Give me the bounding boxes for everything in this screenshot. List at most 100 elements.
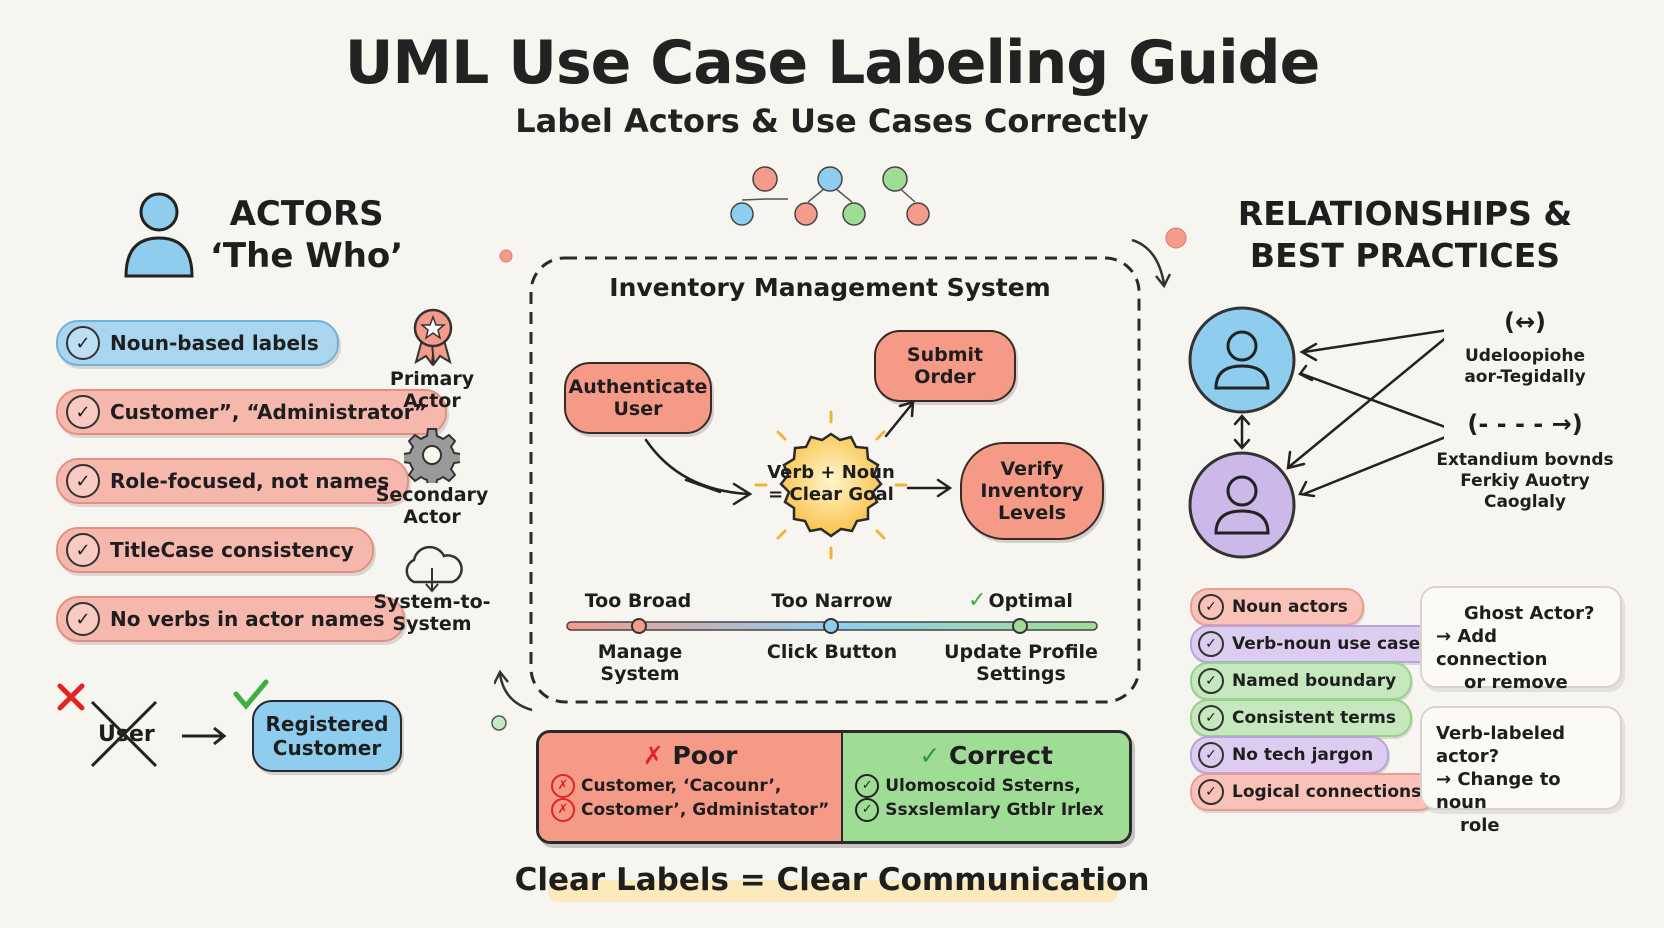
good-actor-line1: Registered xyxy=(265,712,389,736)
actor-rule-pill: ✓ TitleCase consistency xyxy=(56,527,374,573)
dependency-label: Extandium bovnds Ferkiy Auotry Caoglaly xyxy=(1420,450,1630,513)
ghost-actor-note: Ghost Actor? → Add connection or remove xyxy=(1420,586,1622,693)
actor-circle-purple xyxy=(1188,451,1296,559)
practice-label: Consistent terms xyxy=(1232,708,1396,728)
actor-network-icon xyxy=(730,166,930,226)
note-line: Verb-labeled actor? xyxy=(1436,723,1566,767)
actor-circle-blue xyxy=(1188,306,1296,414)
verb-noun-line1: Verb + Noun xyxy=(767,462,895,483)
primary-actor-label-line2: Actor xyxy=(403,390,461,412)
poor-example-text: Customer, ‘Cacounr’, xyxy=(581,776,782,796)
association-label-line2: aor-Tegidally xyxy=(1464,367,1586,387)
use-case-line: User xyxy=(613,398,663,420)
verb-actor-note: Verb-labeled actor? → Change to noun rol… xyxy=(1420,706,1622,836)
secondary-actor-label-line1: Secondary xyxy=(375,484,489,506)
checkmark-icon: ✓ xyxy=(919,741,941,770)
actor-rule-pill: ✓ No verbs in actor names xyxy=(56,596,405,642)
system-actor-label-line2: System xyxy=(392,613,472,635)
label-specificity-scale xyxy=(566,618,1098,634)
practice-pill: ✓ No tech jargon xyxy=(1190,736,1390,774)
cross-icon xyxy=(57,683,85,711)
scale-example-optimal-line2: Settings xyxy=(976,663,1066,685)
dependency-label-line2: Ferkiy Auotry xyxy=(1460,471,1590,491)
page-title: UML Use Case Labeling Guide xyxy=(344,28,1321,98)
scale-example-narrow: Click Button xyxy=(766,641,898,663)
check-circle-icon: ✓ xyxy=(855,774,880,798)
system-title: Inventory Management System xyxy=(609,273,1051,302)
association-label: Udeloopiohe aor-Tegidally xyxy=(1420,346,1630,388)
actor-rule-label: TitleCase consistency xyxy=(110,538,354,562)
cross-circle-icon: ✗ xyxy=(551,774,575,798)
dependency-label-line1: Extandium bovnds xyxy=(1436,450,1614,470)
practice-pill: ✓ Consistent terms xyxy=(1190,699,1412,737)
scale-label-too-broad: Too Broad xyxy=(584,590,692,612)
poor-column: ✗ Poor ✗ Customer, ‘Cacounr’, ✗ Costomer… xyxy=(539,733,844,841)
check-circle-icon: ✓ xyxy=(66,395,100,429)
system-actor-label-line1: System-to- xyxy=(373,591,491,613)
checkmark-icon xyxy=(233,679,269,710)
use-case-line: Authenticate xyxy=(568,376,708,398)
cloud-icon xyxy=(405,545,463,593)
cross-icon: ✗ xyxy=(642,741,664,770)
check-circle-icon: ✓ xyxy=(855,798,880,822)
verb-noun-goal-label: Verb + Noun = Clear Goal xyxy=(762,462,900,506)
actors-heading-line2: ‘The Who’ xyxy=(210,236,404,276)
use-case-line: Verify xyxy=(1000,458,1064,480)
good-actor-example: Registered Customer xyxy=(252,700,402,772)
note-line: → Change to noun xyxy=(1436,769,1561,813)
actor-person-icon xyxy=(124,192,194,278)
actors-heading: ACTORS ‘The Who’ xyxy=(210,193,403,277)
association-label-line1: Udeloopiohe xyxy=(1465,346,1585,366)
association-symbol: (↔) xyxy=(1503,308,1547,336)
poor-heading: ✗ Poor xyxy=(551,741,829,770)
practice-label: No tech jargon xyxy=(1232,745,1374,765)
gear-icon xyxy=(404,428,460,483)
correct-column: ✓ Correct ✓ Ulomoscoid Ssterns, ✓ Ssxsle… xyxy=(843,733,1129,841)
check-circle-icon: ✓ xyxy=(1198,594,1224,620)
relationships-heading: RELATIONSHIPS & BEST PRACTICES xyxy=(1170,193,1640,277)
curved-arrow-icon xyxy=(494,669,533,712)
actors-heading-line1: ACTORS xyxy=(229,194,384,234)
decor-dot xyxy=(499,249,513,263)
poor-vs-correct-comparison: ✗ Poor ✗ Customer, ‘Cacounr’, ✗ Costomer… xyxy=(536,730,1132,844)
check-circle-icon: ✓ xyxy=(1198,742,1224,768)
practice-label: Verb-noun use cases xyxy=(1232,634,1431,654)
page-subtitle: Label Actors & Use Cases Correctly xyxy=(515,102,1149,140)
correct-title: Correct xyxy=(949,741,1053,770)
dependency-symbol: (- - - - →) xyxy=(1467,410,1583,438)
system-actor-label: System-to- System xyxy=(372,591,492,635)
use-case-line: Submit xyxy=(906,344,984,366)
poor-title: Poor xyxy=(672,741,738,770)
correct-example-text: Ulomoscoid Ssterns, xyxy=(885,776,1081,796)
use-case-line: Levels xyxy=(997,502,1067,524)
primary-actor-label: Primary Actor xyxy=(372,368,492,412)
verb-noun-line2: = Clear Goal xyxy=(768,484,894,505)
check-circle-icon: ✓ xyxy=(66,464,100,498)
actor-rule-pill: ✓ Customer”, “Administrator” xyxy=(56,389,448,435)
actor-rule-label: Customer”, “Administrator” xyxy=(110,400,428,424)
note-line: → Add connection xyxy=(1436,626,1548,670)
actor-rule-pill: ✓ Noun-based labels xyxy=(56,320,339,366)
correct-example-line: ✓ Ulomoscoid Ssterns, xyxy=(855,774,1117,798)
award-ribbon-icon xyxy=(413,308,453,366)
relationship-diagram xyxy=(1188,306,1444,559)
decor-dot xyxy=(491,715,507,731)
check-circle-icon: ✓ xyxy=(66,533,100,567)
practice-pill: ✓ Noun actors xyxy=(1190,588,1364,626)
primary-actor-label-line1: Primary xyxy=(389,368,475,390)
scale-example-optimal: Update Profile Settings xyxy=(936,641,1106,685)
actor-rule-label: Noun-based labels xyxy=(110,331,319,355)
poor-example-text: Costomer’, Gdministator” xyxy=(581,800,830,820)
secondary-actor-label: Secondary Actor xyxy=(372,484,492,528)
check-circle-icon: ✓ xyxy=(1198,779,1224,805)
practice-pill: ✓ Logical connections xyxy=(1190,773,1438,811)
dependency-label-line3: Caoglaly xyxy=(1483,492,1566,512)
practice-label: Named boundary xyxy=(1232,671,1397,691)
use-case-verify-inventory: Verify Inventory Levels xyxy=(960,442,1104,540)
relationships-heading-line2: BEST PRACTICES xyxy=(1249,236,1561,275)
use-case-line: Order xyxy=(914,366,976,388)
scale-label-optimal-text: Optimal xyxy=(988,589,1073,612)
decor-dot xyxy=(1165,227,1187,249)
curved-arrow-icon xyxy=(1131,238,1172,289)
check-circle-icon: ✓ xyxy=(1198,631,1224,657)
